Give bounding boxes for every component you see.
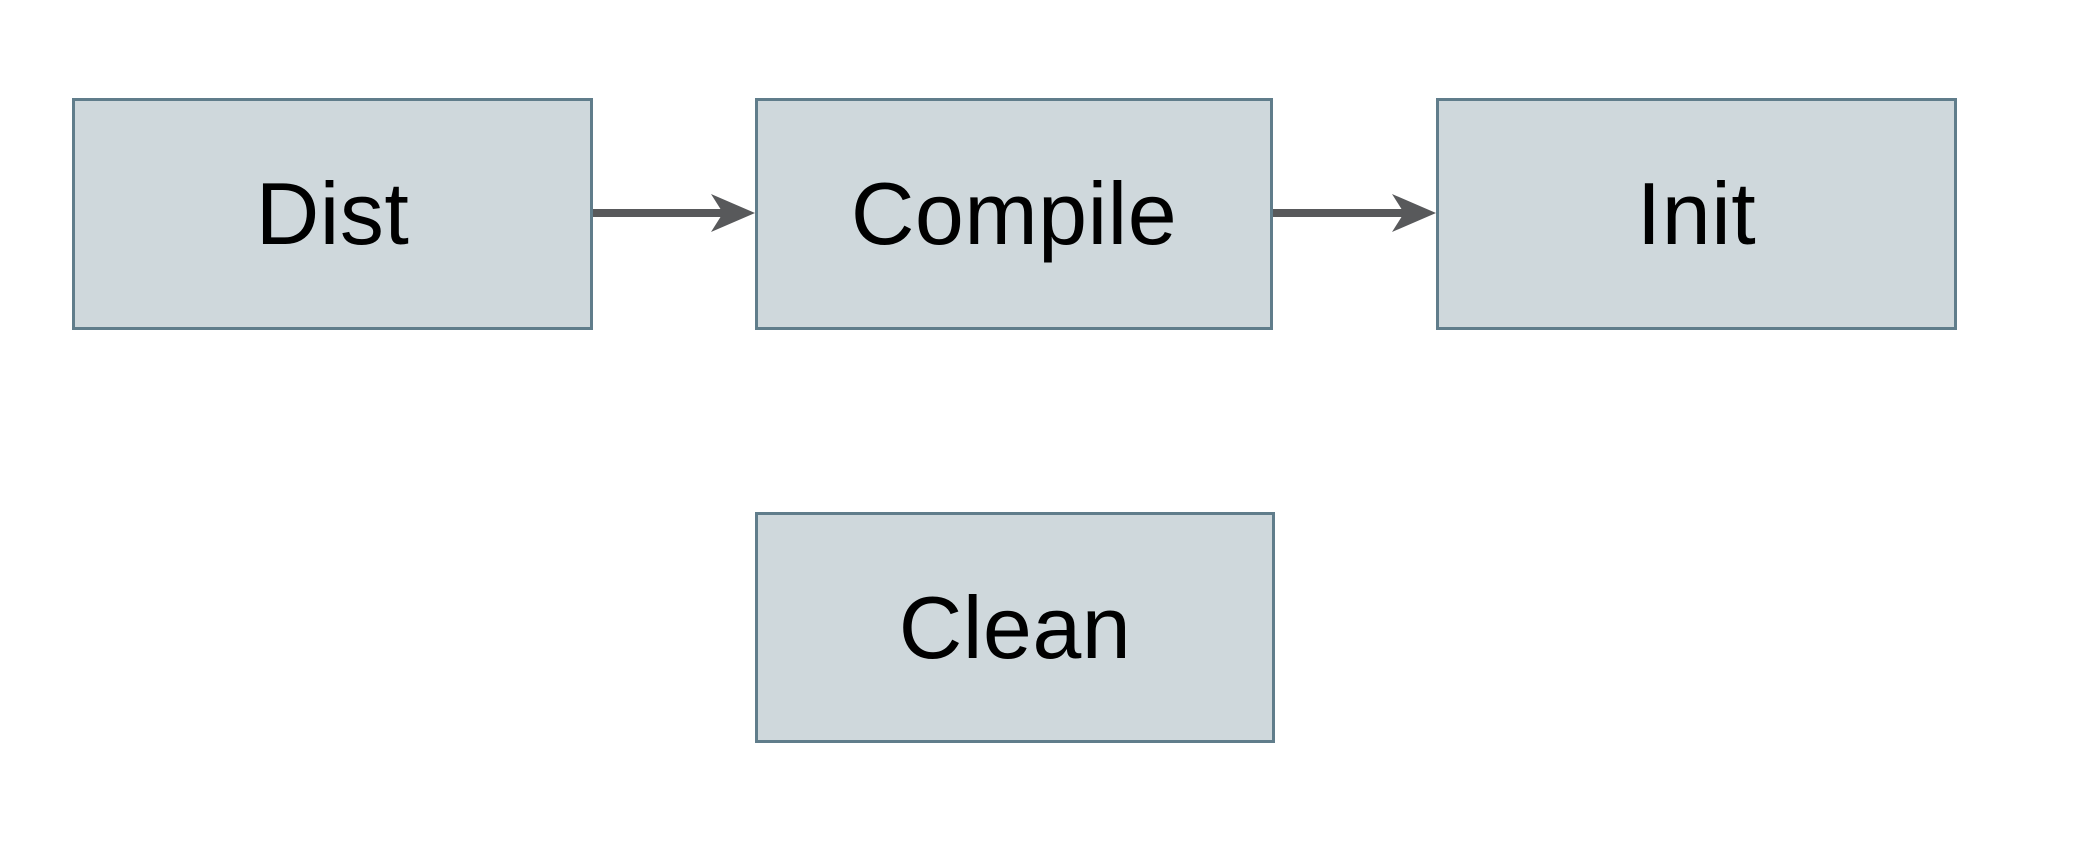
node-clean[interactable]: Clean	[755, 512, 1275, 743]
node-dist[interactable]: Dist	[72, 98, 593, 330]
node-dist-label: Dist	[255, 164, 410, 263]
node-init[interactable]: Init	[1436, 98, 1957, 330]
node-clean-label: Clean	[898, 577, 1132, 677]
node-compile-label: Compile	[850, 164, 1178, 263]
node-compile[interactable]: Compile	[755, 98, 1273, 330]
node-init-label: Init	[1636, 164, 1757, 263]
arrow-dist-to-compile[interactable]	[593, 194, 755, 232]
arrow-compile-to-init[interactable]	[1273, 194, 1436, 232]
